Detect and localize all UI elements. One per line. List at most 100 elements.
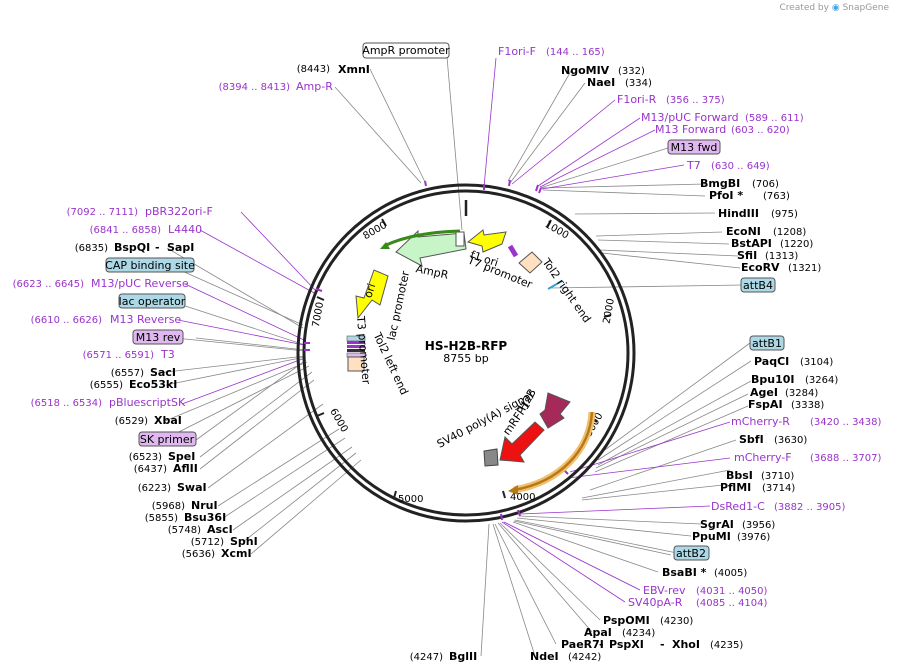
tol2-right-end-box xyxy=(518,251,543,274)
credit-prefix: Created by xyxy=(779,3,829,13)
ebvrev-label: EBV-rev xyxy=(643,584,686,597)
ampr-promoter-label: AmpR promoter xyxy=(362,44,450,57)
bspqi-label: BspQI xyxy=(114,241,150,254)
tick-5000: 5000 xyxy=(398,494,423,505)
sphi-pos: (5712) xyxy=(191,537,224,548)
backbone-outer-ring xyxy=(296,183,636,523)
sv40par-label: SV40pA-R xyxy=(628,596,683,609)
m13-forward-pos: (603 .. 620) xyxy=(731,125,790,136)
asci-label: AscI xyxy=(207,523,233,536)
apai-label: ApaI xyxy=(584,626,612,639)
tick-1000: 1000 xyxy=(543,219,571,241)
t7-label: T7 xyxy=(686,159,701,172)
f1orif-label: F1ori-F xyxy=(498,45,536,58)
ngomiv-pos: (332) xyxy=(618,66,645,77)
ngomiv-label: NgoMIV xyxy=(561,64,610,77)
pbr-pos: (7092 .. 7111) xyxy=(67,207,139,218)
eco53ki-pos: (6555) xyxy=(90,380,123,391)
naei-pos: (334) xyxy=(625,78,652,89)
site-marks xyxy=(304,179,569,521)
econi-label: EcoNI xyxy=(726,225,761,238)
m13puc-rev-pos: (6623 .. 6645) xyxy=(13,279,85,290)
bbsi-pos: (3710) xyxy=(761,471,794,482)
xcmi-pos: (5636) xyxy=(182,549,215,560)
paer7i-label: PaeR7I xyxy=(561,638,604,651)
mcherry-arc xyxy=(508,411,596,495)
xmni-pos: (8443) xyxy=(297,64,330,75)
xbai-pos: (6529) xyxy=(115,416,148,427)
snapgene-credit: Created by ◉ SnapGene xyxy=(779,3,889,13)
xhoi-label: XhoI xyxy=(672,638,700,651)
pbr-label: pBR322ori-F xyxy=(145,205,213,218)
lac-operator-box: lac operator xyxy=(118,293,186,309)
ampr-arrow xyxy=(380,229,467,267)
snapgene-logo-icon: ◉ xyxy=(831,3,840,13)
ecorv-label: EcoRV xyxy=(741,261,780,274)
f1orir-label: F1ori-R xyxy=(617,93,657,106)
sbfi-pos: (3630) xyxy=(774,435,807,446)
dsred-label: DsRed1-C xyxy=(711,500,765,513)
box-leader-lines xyxy=(195,147,672,556)
bspqi-sapi-dash: - xyxy=(155,241,160,254)
f1-ori-arrow xyxy=(466,229,519,258)
fspai-pos: (3338) xyxy=(791,400,824,411)
eco53ki-label: Eco53kI xyxy=(129,378,177,391)
m13puc-forward-label: M13/pUC Forward xyxy=(641,111,739,124)
cap-binding-site-label: CAP binding site xyxy=(105,259,195,272)
h2b-arrow xyxy=(539,392,571,429)
sgrai-pos: (3956) xyxy=(742,520,775,531)
m13-reverse-label: M13 Reverse xyxy=(110,313,181,326)
asci-pos: (5748) xyxy=(168,525,201,536)
aflii-pos: (6437) xyxy=(134,464,167,475)
lac-operator-label: lac operator xyxy=(119,295,186,308)
m13-fwd-label: M13 fwd xyxy=(671,141,718,154)
sbfi-label: SbfI xyxy=(739,433,764,446)
attb1-box: attB1 xyxy=(749,335,785,351)
t3-label: T3 xyxy=(160,348,175,361)
cap-binding-site-box: CAP binding site xyxy=(105,257,195,273)
m13-fwd-box: M13 fwd xyxy=(667,139,721,155)
mcherryr-label: mCherry-R xyxy=(731,415,790,428)
t7-pos: (630 .. 649) xyxy=(711,161,770,172)
agei-label: AgeI xyxy=(750,386,778,399)
apai-pos: (4234) xyxy=(622,628,655,639)
paqci-label: PaqCI xyxy=(754,355,789,368)
sfii-label: SfiI xyxy=(737,249,757,262)
ampr-promoter-box: AmpR promoter xyxy=(362,42,450,59)
mcherryr-pos: (3420 .. 3438) xyxy=(810,417,882,428)
agei-pos: (3284) xyxy=(785,388,818,399)
sapi-label: SapI xyxy=(167,241,194,254)
pbsk-label: pBluescriptSK xyxy=(109,396,186,409)
sphi-label: SphI xyxy=(230,535,258,548)
swai-pos: (6223) xyxy=(138,483,171,494)
swai-label: SwaI xyxy=(177,481,207,494)
l4440-pos: (6841 .. 6858) xyxy=(90,225,162,236)
naei-label: NaeI xyxy=(587,76,615,89)
bsu36i-pos: (5855) xyxy=(145,513,178,524)
ori-arrow xyxy=(355,269,389,320)
bpu10i-label: Bpu10I xyxy=(751,373,795,386)
hindiii-pos: (975) xyxy=(771,209,798,220)
ecorv-pos: (1321) xyxy=(788,263,821,274)
bbsi-label: BbsI xyxy=(726,469,753,482)
spei-pos: (6523) xyxy=(129,452,162,463)
ebvrev-pos: (4031 .. 4050) xyxy=(696,586,768,597)
bsabi-pos: (4005) xyxy=(714,568,747,579)
label-lac-promoter: lac promoter xyxy=(385,269,412,341)
label-t3-promoter: T3 promoter xyxy=(354,315,373,386)
attb4-box: attB4 xyxy=(740,277,776,293)
f1orif-pos: (144 .. 165) xyxy=(546,47,605,58)
primer-leader-lines xyxy=(177,57,731,603)
label-ori: ori xyxy=(361,282,378,300)
t3-pos: (6571 .. 6591) xyxy=(83,350,155,361)
pflmi-pos: (3714) xyxy=(762,483,795,494)
bmgbi-pos: (706) xyxy=(752,179,779,190)
dsred-pos: (3882 .. 3905) xyxy=(774,502,846,513)
spei-label: SpeI xyxy=(168,450,195,463)
m13-rev-box: M13 rev xyxy=(132,329,184,345)
sk-primer-label: SK primer xyxy=(140,433,195,446)
m13-rev-label: M13 rev xyxy=(136,331,181,344)
tick-7000: 7000 xyxy=(311,301,326,328)
tick-6000: 6000 xyxy=(327,407,349,435)
